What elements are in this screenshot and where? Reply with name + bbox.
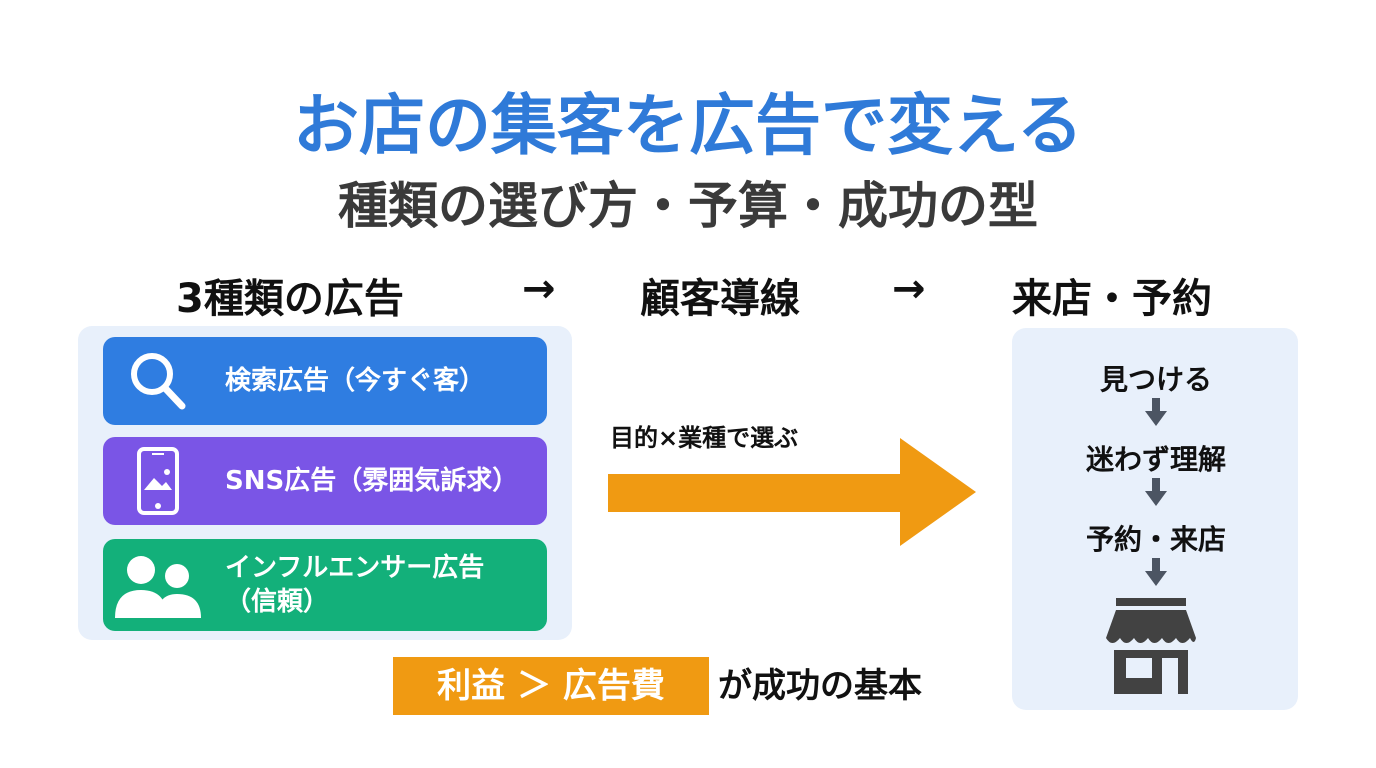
header-arrow-2: →: [892, 266, 926, 312]
flow-panel: [1012, 328, 1298, 710]
middle-arrow-label: 目的×業種で選ぶ: [610, 424, 799, 452]
search-icon: [103, 350, 213, 412]
header-arrow-1: →: [522, 266, 556, 312]
store-icon: [1106, 598, 1196, 694]
header-ad-types: 3種類の広告: [176, 276, 404, 322]
ad-card-sns: SNS広告（雰囲気訴求）: [103, 437, 547, 525]
header-visit-reserve: 来店・予約: [1012, 276, 1212, 322]
page-title: お店の集客を広告で変える: [292, 87, 1084, 164]
header-customer-flow: 顧客導線: [640, 276, 800, 322]
ad-card-label: 検索広告（今すぐ客）: [225, 366, 486, 396]
ad-card-influencer: インフルエンサー広告（信頼）: [103, 539, 547, 631]
big-orange-arrow-icon: [608, 438, 976, 546]
down-arrow-icon: [1145, 478, 1167, 506]
down-arrow-icon: [1145, 398, 1167, 426]
flow-step-reserve: 予約・来店: [1085, 523, 1226, 556]
footer-text: が成功の基本: [718, 666, 922, 706]
people-icon: [103, 552, 213, 618]
down-arrow-icon: [1145, 558, 1167, 586]
footer-highlight: 利益 ＞ 広告費: [393, 657, 709, 715]
ad-card-label: SNS広告（雰囲気訴求）: [225, 466, 519, 496]
flow-step-find: 見つける: [1099, 363, 1212, 396]
page-subtitle: 種類の選び方・予算・成功の型: [338, 177, 1038, 235]
flow-step-understand: 迷わず理解: [1085, 443, 1226, 476]
smartphone-icon: [103, 446, 213, 516]
ad-card-search: 検索広告（今すぐ客）: [103, 337, 547, 425]
ad-card-label: インフルエンサー広告（信頼）: [225, 553, 485, 617]
